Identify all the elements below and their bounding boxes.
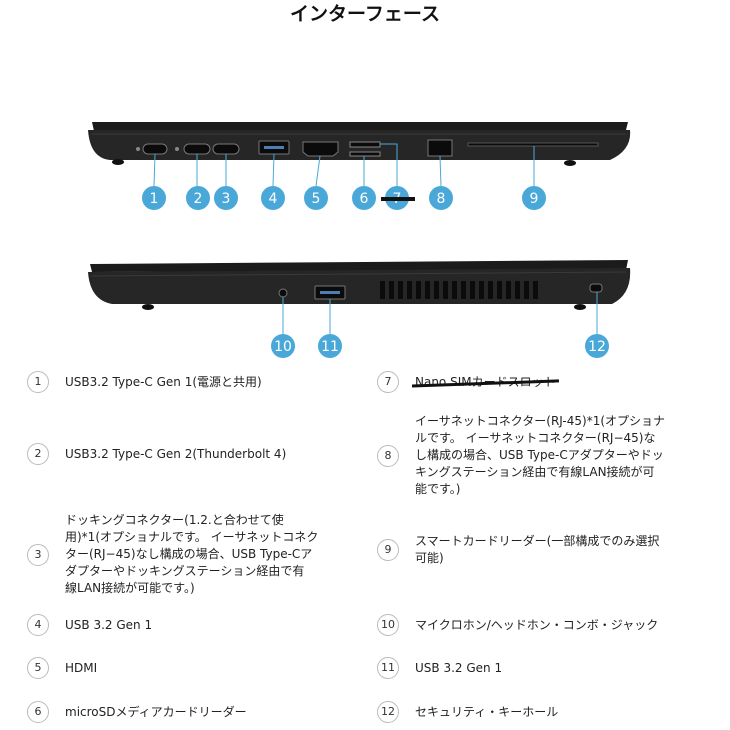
usb-c-port-2-icon xyxy=(183,143,211,155)
legend-item: 5 HDMI xyxy=(27,657,97,679)
legend-item: 4 USB 3.2 Gen 1 xyxy=(27,614,152,636)
legend-number: 10 xyxy=(377,614,399,636)
legend-text: microSDメディアカードリーダー xyxy=(65,704,247,719)
legend-number: 1 xyxy=(27,371,49,393)
callout-badge: 2 xyxy=(186,186,210,210)
security-keyhole-icon xyxy=(589,283,603,293)
legend-text: HDMI xyxy=(65,660,98,675)
callout-badge: 5 xyxy=(304,186,328,210)
callout-badge: 4 xyxy=(261,186,285,210)
callout-badges-top: 1 2 3 4 5 6 7 8 9 xyxy=(142,186,546,210)
legend-item: 11 USB 3.2 Gen 1 xyxy=(377,657,502,679)
nano-sim-slot-icon xyxy=(349,141,381,148)
svg-text:10: 10 xyxy=(274,339,292,355)
legend-number: 2 xyxy=(27,443,49,465)
legend-text: USB 3.2 Gen 1 xyxy=(65,617,153,632)
legend-text: イーサネットコネクター(RJ-45)*1(オプショナ ルです。 イーサネットコネ… xyxy=(415,414,666,496)
legend-number: 4 xyxy=(27,614,49,636)
svg-text:8: 8 xyxy=(437,191,446,207)
callout-badge: 11 xyxy=(318,334,342,358)
laptop-illustration: 1 2 3 4 5 6 7 8 9 xyxy=(88,122,631,358)
legend-item: 2 USB3.2 Type-C Gen 2(Thunderbolt 4) xyxy=(27,443,286,465)
laptop-right-side xyxy=(88,260,631,334)
legend-item: 9 スマートカードリーダー(一部構成でのみ選択 可能) xyxy=(377,533,659,567)
legend-number: 6 xyxy=(27,701,49,723)
svg-text:6: 6 xyxy=(360,191,369,207)
legend-text: ドッキングコネクター(1.2.と合わせて使 用)*1(オプショナルです。 イーサ… xyxy=(65,513,319,595)
ethernet-port-icon xyxy=(427,139,453,157)
laptop-left-side xyxy=(88,122,631,187)
callout-badge: 10 xyxy=(271,334,295,358)
legend-text: スマートカードリーダー(一部構成でのみ選択 可能) xyxy=(415,534,660,565)
audio-jack-icon xyxy=(278,288,288,298)
microsd-slot-icon xyxy=(349,151,381,157)
legend-text: セキュリティ・キーホール xyxy=(415,704,559,719)
svg-text:11: 11 xyxy=(321,339,339,355)
legend-text: USB3.2 Type-C Gen 2(Thunderbolt 4) xyxy=(65,446,287,461)
legend-item: 3 ドッキングコネクター(1.2.と合わせて使 用)*1(オプショナルです。 イ… xyxy=(27,512,318,597)
legend-number: 3 xyxy=(27,543,49,566)
legend-item: 10 マイクロホン/ヘッドホン・コンボ・ジャック xyxy=(377,614,658,636)
legend-text: USB3.2 Type-C Gen 1(電源と共用) xyxy=(65,374,262,389)
legend-number: 12 xyxy=(377,701,399,723)
callout-badge: 3 xyxy=(214,186,238,210)
legend-item: 6 microSDメディアカードリーダー xyxy=(27,701,247,723)
callout-badge: 9 xyxy=(522,186,546,210)
svg-text:9: 9 xyxy=(530,191,539,207)
legend-number: 8 xyxy=(377,444,399,467)
legend-item: 8 イーサネットコネクター(RJ-45)*1(オプショナ ルです。 イーサネット… xyxy=(377,413,665,498)
svg-text:3: 3 xyxy=(222,191,231,207)
docking-port-icon xyxy=(212,143,240,155)
svg-text:12: 12 xyxy=(588,339,606,355)
callout-badge: 8 xyxy=(429,186,453,210)
callout-badge: 1 xyxy=(142,186,166,210)
usb-c-port-1-icon xyxy=(142,143,168,155)
power-led-icon xyxy=(136,147,140,151)
legend-item: 1 USB3.2 Type-C Gen 1(電源と共用) xyxy=(27,371,262,393)
page-title: インターフェース xyxy=(290,3,440,25)
legend-item: 7 Nano SIMカードスロット xyxy=(377,371,559,393)
legend-number: 5 xyxy=(27,657,49,679)
strike-mark xyxy=(381,197,415,201)
legend-number: 9 xyxy=(377,539,399,561)
svg-text:2: 2 xyxy=(194,191,203,207)
legend-text: マイクロホン/ヘッドホン・コンボ・ジャック xyxy=(415,617,659,632)
smart-card-slot-icon xyxy=(467,142,599,147)
hdmi-port-icon xyxy=(302,141,339,157)
svg-text:5: 5 xyxy=(312,191,321,207)
callout-badges-bottom: 10 11 12 xyxy=(271,334,609,358)
svg-text:4: 4 xyxy=(269,191,278,207)
laptop-side-views: 1 2 3 4 5 6 7 8 9 xyxy=(88,122,631,358)
callout-badge: 12 xyxy=(585,334,609,358)
svg-text:1: 1 xyxy=(150,191,159,207)
legend-text-struck: Nano SIMカードスロット xyxy=(411,374,559,391)
legend-text: USB 3.2 Gen 1 xyxy=(415,660,503,675)
legend-number: 7 xyxy=(377,371,399,393)
legend-number: 11 xyxy=(377,657,399,679)
vent-grille xyxy=(380,281,538,299)
legend-item: 12 セキュリティ・キーホール xyxy=(377,701,558,723)
callout-badge: 6 xyxy=(352,186,376,210)
